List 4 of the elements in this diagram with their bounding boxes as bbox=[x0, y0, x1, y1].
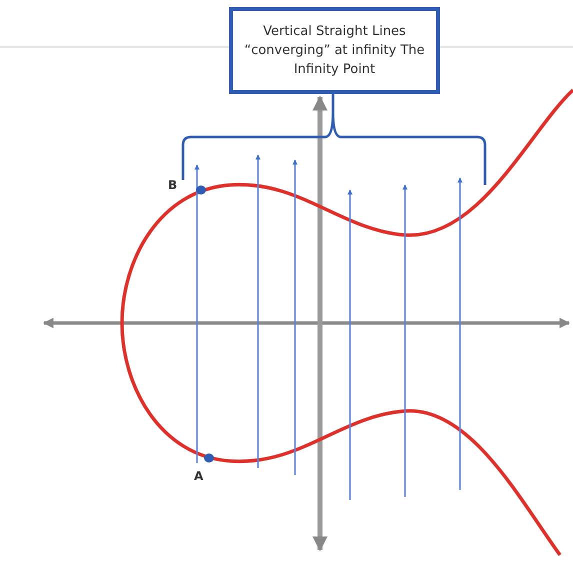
point-label: B bbox=[168, 178, 178, 192]
point-label: A bbox=[194, 469, 204, 483]
text-box bbox=[229, 7, 440, 94]
box-text: Vertical Straight Lines “converging” at infinity The Infinity Point bbox=[243, 23, 426, 79]
